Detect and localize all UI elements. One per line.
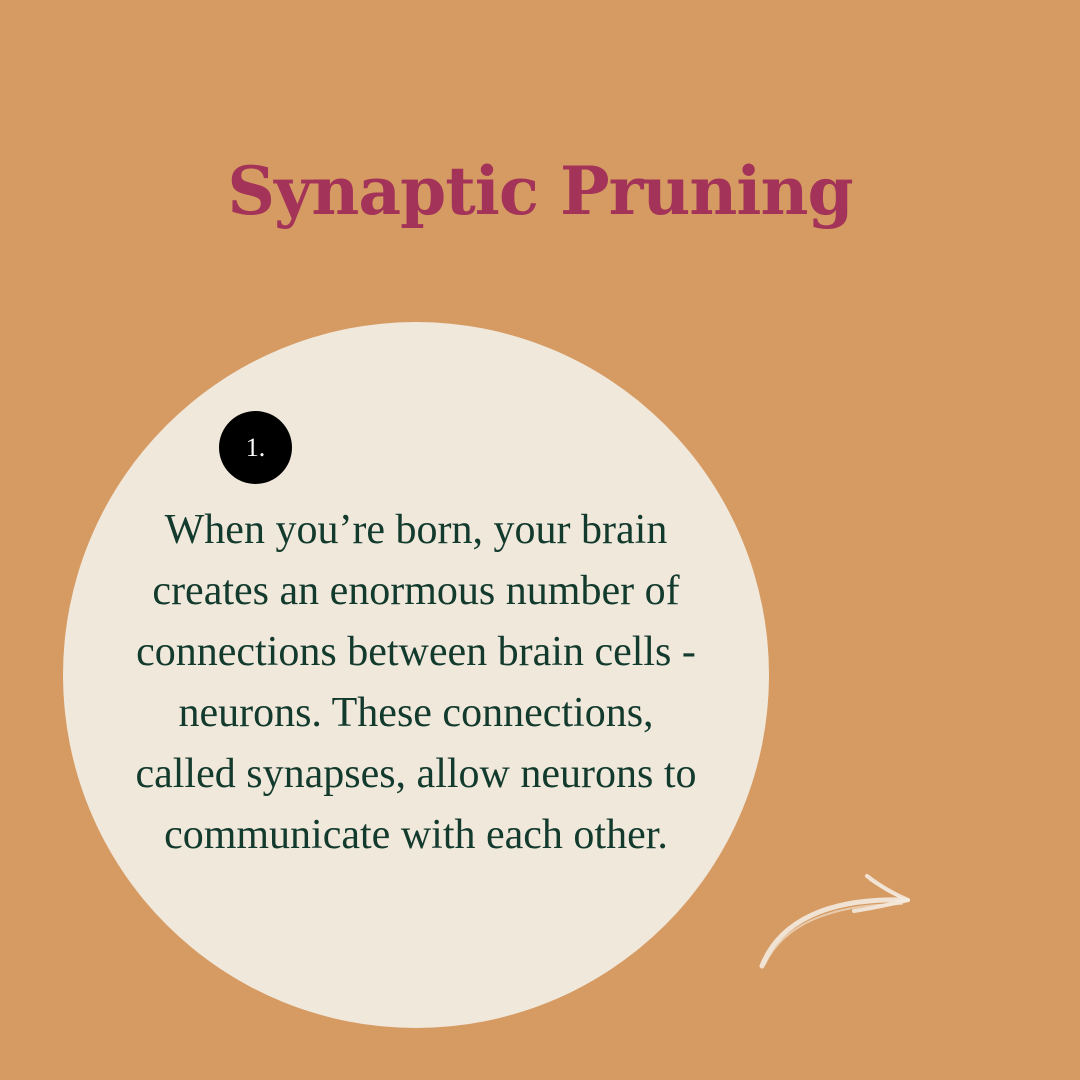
curved-arrow-right-icon bbox=[759, 874, 910, 969]
body-line: When you’re born, your brain bbox=[164, 507, 668, 553]
body-line: neurons. These connections, bbox=[178, 690, 654, 736]
content-circle bbox=[63, 322, 769, 1028]
next-button[interactable] bbox=[752, 868, 917, 978]
body-line: called synapses, allow neurons to bbox=[135, 751, 697, 797]
body-text: When you’re born, your brain creates an … bbox=[78, 500, 754, 866]
step-number: 1. bbox=[245, 432, 266, 462]
body-line: communicate with each other. bbox=[164, 812, 668, 858]
body-line: connections between brain cells - bbox=[136, 629, 696, 675]
body-line: creates an enormous number of bbox=[152, 568, 680, 614]
page-title: Synaptic Pruning bbox=[227, 152, 853, 231]
step-number-badge: 1. bbox=[219, 411, 292, 484]
